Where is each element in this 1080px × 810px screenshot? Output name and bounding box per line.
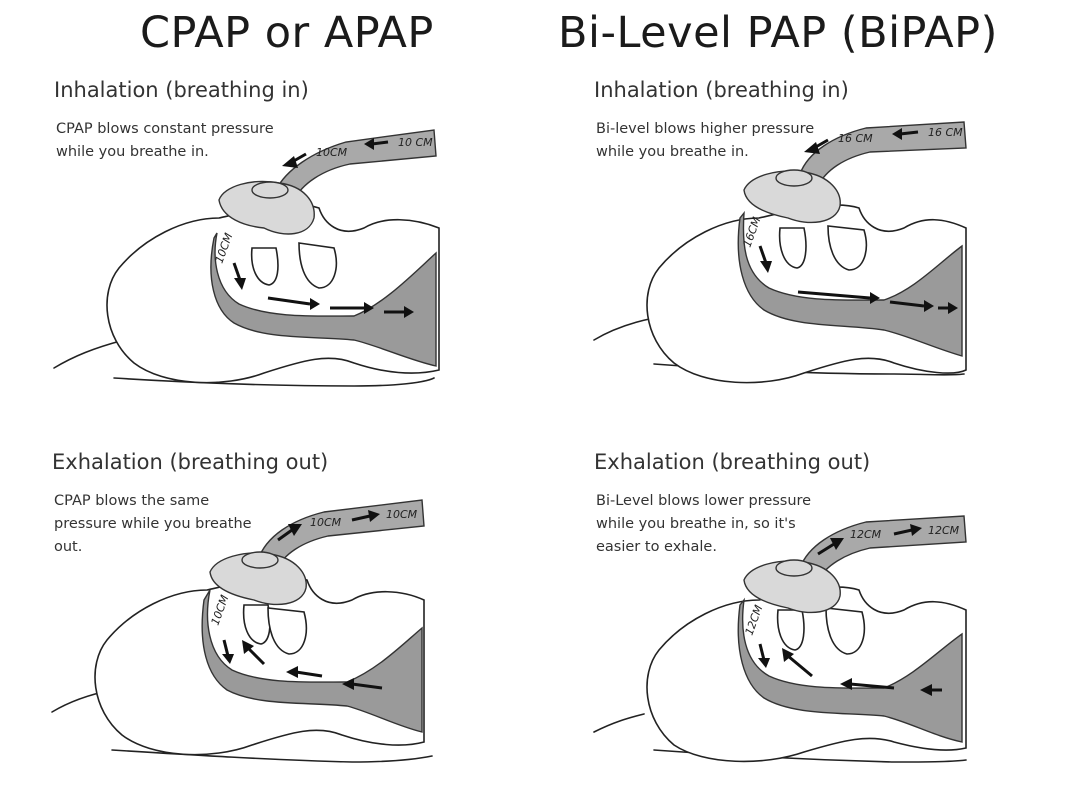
panel-description: CPAP blows constant pressure while you b…: [56, 121, 274, 160]
tube-pressure-label: 16 CM: [838, 132, 873, 145]
panel-description: CPAP blows the same pressure while you b…: [54, 493, 252, 555]
bipap-inhalation-diagram: 16 CM 16 CM 16CM: [593, 121, 967, 384]
panel-heading: Inhalation (breathing in): [594, 78, 849, 102]
bipap-column-title: Bi-Level PAP (BiPAP): [558, 8, 998, 58]
cpap-column-title: CPAP or APAP: [140, 8, 434, 58]
tube-pressure-label: 12CM: [850, 528, 882, 541]
bipap-exhalation-panel: 12CM 12CM 12CM Exhalation (breathing out…: [593, 450, 1074, 810]
cpap-inhalation-diagram: 10CM 10 CM 10CM: [53, 129, 440, 387]
bipap-exhalation-diagram: 12CM 12CM 12CM: [593, 515, 967, 763]
cpap-exhalation-diagram: 10CM 10CM 10CM: [51, 499, 433, 763]
bipap-inhalation-panel: 16 CM 16 CM 16CM Inhalation (breathing i…: [593, 78, 1074, 438]
panel-heading: Exhalation (breathing out): [594, 450, 871, 474]
panel-description: Bi-level blows higher pressure while you…: [596, 121, 815, 160]
tube-pressure-label: 16 CM: [928, 126, 963, 139]
tube-pressure-label: 10CM: [310, 516, 342, 529]
cpap-exhalation-panel: 10CM 10CM 10CM Exhalation (breathing out…: [51, 450, 532, 810]
panel-description: Bi-Level blows lower pressure while you …: [596, 493, 812, 555]
panel-heading: Inhalation (breathing in): [54, 78, 309, 102]
tube-pressure-label: 10CM: [316, 146, 348, 159]
cpap-inhalation-panel: 10CM 10 CM 10CM Inhalation (breathing in…: [53, 78, 534, 438]
panel-heading: Exhalation (breathing out): [52, 450, 329, 474]
tube-pressure-label: 12CM: [928, 524, 960, 537]
tube-pressure-label: 10CM: [386, 508, 418, 521]
tube-pressure-label: 10 CM: [398, 136, 433, 149]
